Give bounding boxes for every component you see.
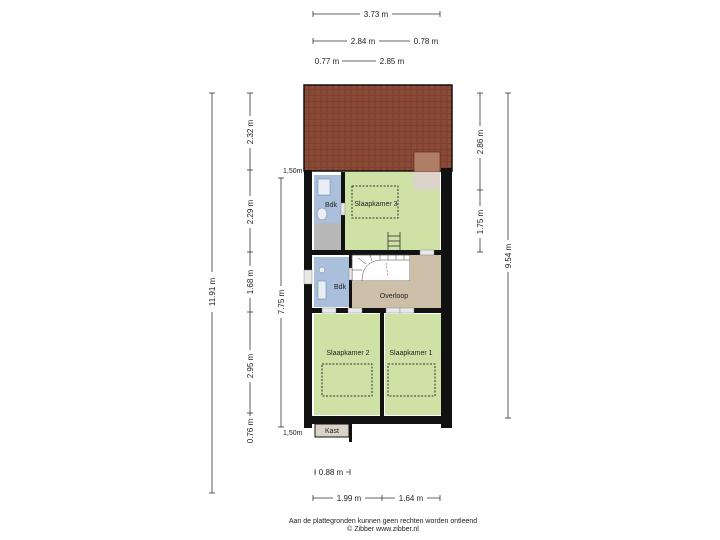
dim-left-total: 11.91 m [208, 278, 217, 307]
dim-left-d: 2.95 m [246, 353, 255, 378]
height-label-bottom: 1,50m [283, 430, 303, 437]
building: Bdk Slaapkamer 3 Bdk [303, 84, 453, 442]
dim-top-row2-b: 0.78 m [414, 37, 439, 46]
dim-bottom-a: 0.88 m [319, 468, 344, 477]
dim-left-inner: 7.75 m [277, 289, 286, 314]
dim-right-b: 1.75 m [476, 209, 485, 234]
dim-left-e: 0.76 m [246, 418, 255, 443]
disclaimer-text: Aan de plattegronden kunnen geen rechten… [289, 518, 477, 525]
dim-top-row3-a: 0.77 m [315, 57, 340, 66]
room-label-bdk-mid: Bdk [334, 284, 347, 291]
room-label-kast: Kast [325, 428, 339, 435]
right-dimensions: 9.54 m 2.86 m 1.75 m [474, 92, 514, 419]
room-label-slaapkamer-3: Slaapkamer 3 [354, 201, 397, 208]
room-label-slaapkamer-2: Slaapkamer 2 [326, 350, 369, 357]
dim-bottom-b2: 1.64 m [399, 494, 424, 503]
bottom-dimensions: 0.88 m 1.99 m 1.64 m [312, 467, 441, 503]
dim-right-total: 9.54 m [504, 243, 513, 268]
room-label-bdk-top: Bdk [325, 202, 338, 209]
copyright-text: © Zibber www.zibber.nl [347, 525, 419, 533]
height-label-top: 1,50m [283, 168, 303, 175]
top-dimensions: 3.73 m 2.84 m 0.78 m 0.77 m 2.85 m [312, 9, 442, 66]
dim-top-row2-a: 2.84 m [351, 37, 376, 46]
landing [352, 281, 410, 308]
dim-top-total: 3.73 m [364, 10, 389, 19]
dim-left-c: 1.68 m [246, 269, 255, 294]
dim-right-a: 2.86 m [476, 129, 485, 154]
room-label-slaapkamer-1: Slaapkamer 1 [389, 350, 432, 357]
dim-left-b: 2.29 m [246, 199, 255, 224]
dim-top-row3-b: 2.85 m [380, 57, 405, 66]
dim-left-a: 2.32 m [246, 119, 255, 144]
left-dimensions: 11.91 m 2.32 m 2.29 m 1.68 m 2.95 m 0.76… [206, 92, 303, 494]
dim-bottom-b1: 1.99 m [337, 494, 362, 503]
room-label-overloop: Overloop [380, 293, 409, 300]
